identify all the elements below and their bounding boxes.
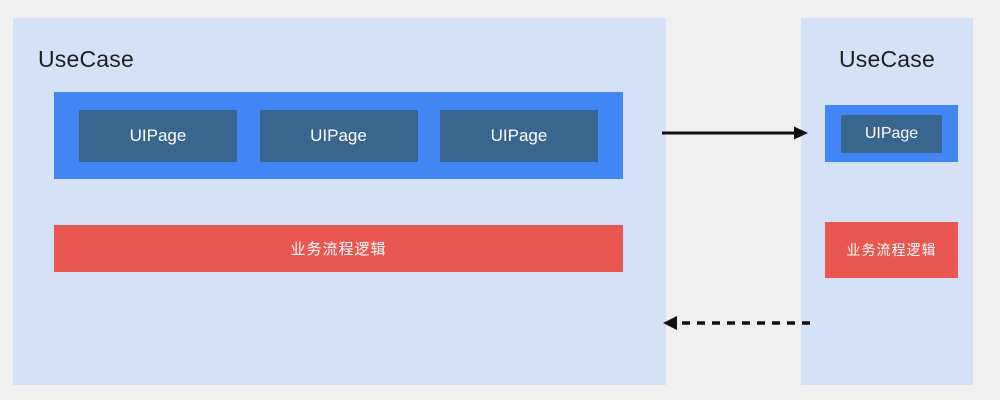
- panel-title-right: UseCase: [839, 46, 935, 72]
- arrow-right-solid-icon: [662, 126, 808, 140]
- uipage-box: UIPage: [259, 109, 418, 162]
- usecase-panel-left: UseCase UIPage UIPage UIPage 业务流程逻辑: [13, 18, 666, 385]
- usecase-panel-right: UseCase UIPage 业务流程逻辑: [801, 18, 973, 385]
- uipage-box: UIPage: [841, 114, 942, 153]
- panel-title-left: UseCase: [38, 46, 134, 72]
- uipage-box: UIPage: [440, 109, 598, 162]
- ui-layer-right: UIPage: [825, 105, 958, 162]
- ui-layer-left: UIPage UIPage UIPage: [54, 92, 623, 179]
- business-logic-box-left: 业务流程逻辑: [54, 225, 623, 272]
- business-logic-box-right: 业务流程逻辑: [825, 222, 958, 278]
- arrow-left-dashed-icon: [663, 316, 810, 330]
- uipage-box: UIPage: [79, 109, 237, 162]
